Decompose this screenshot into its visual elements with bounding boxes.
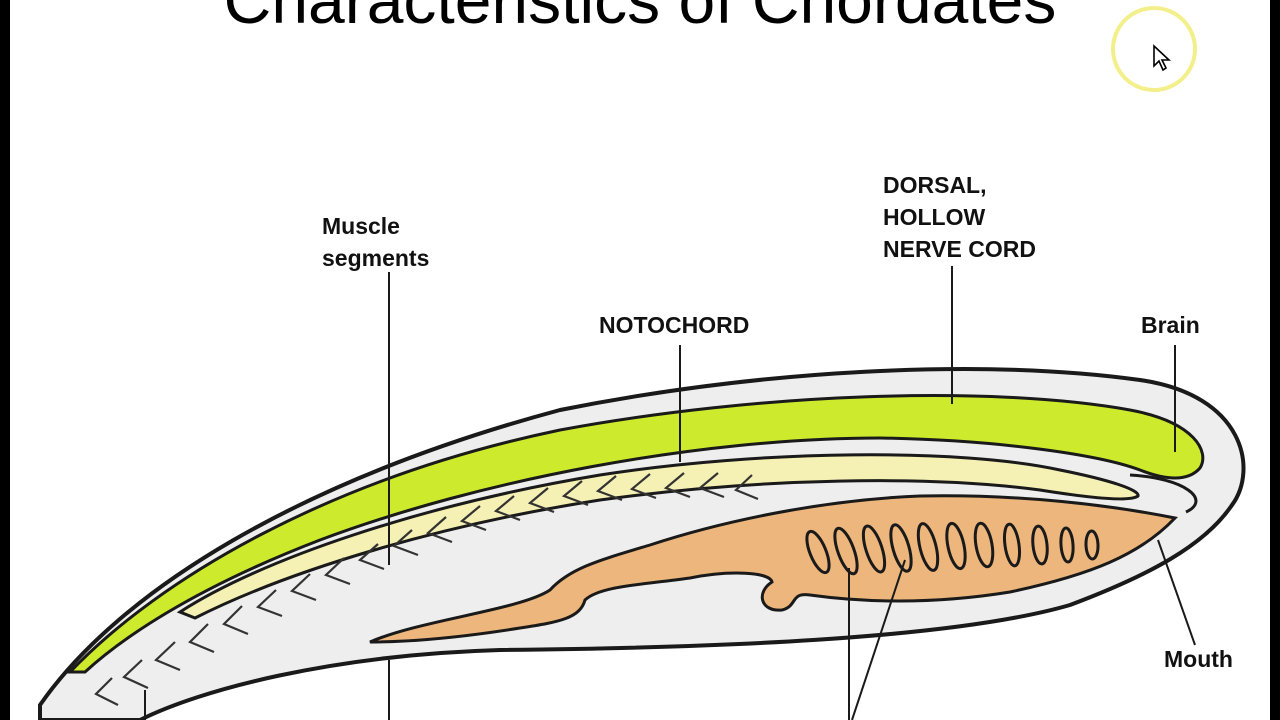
nerve-cord-shape: [66, 394, 1205, 674]
right-border: [1270, 0, 1280, 720]
slit: [973, 521, 995, 569]
chevron: [357, 543, 385, 571]
notochord-shape: [176, 453, 1140, 620]
slit: [945, 521, 967, 571]
chevron: [94, 677, 119, 706]
muscle-chevrons: [94, 472, 759, 706]
leader-mouth: [1157, 539, 1196, 646]
leader-slit-b: [851, 559, 906, 720]
slit: [1031, 524, 1049, 566]
slit: [805, 529, 831, 575]
label-notochord: NOTOCHORD: [599, 312, 750, 338]
slit: [1059, 526, 1075, 564]
slit: [1084, 529, 1100, 561]
label-dorsal-line-3: NERVE CORD: [883, 236, 1036, 262]
slit: [889, 523, 913, 573]
label-dorsal-line-2: HOLLOW: [883, 204, 986, 230]
slit: [861, 524, 887, 574]
chevron: [595, 475, 623, 502]
chevron: [122, 659, 149, 689]
chevron: [629, 473, 657, 500]
left-border: [0, 0, 10, 720]
chevron: [459, 505, 487, 532]
chevron: [188, 623, 215, 654]
chevron: [255, 589, 283, 618]
chevron: [663, 472, 691, 499]
pharyngeal-slits: [805, 521, 1100, 576]
slit: [1002, 522, 1022, 568]
slit: [833, 526, 859, 576]
slide-title: Characteristics of Chordates: [223, 0, 1057, 37]
chevron: [527, 487, 555, 514]
chevron: [697, 472, 725, 499]
label-muscle-line-1: Muscle: [322, 213, 400, 239]
head-inner-curve: [1129, 473, 1198, 514]
slit: [916, 522, 940, 572]
chevron: [323, 557, 351, 586]
chevron: [561, 480, 589, 507]
label-muscle-segments: Muscle segments: [322, 210, 429, 274]
label-mouth: Mouth: [1164, 646, 1233, 672]
chevron: [733, 474, 759, 501]
label-brain: Brain: [1141, 312, 1200, 338]
mouse-pointer-icon: [1153, 44, 1172, 72]
cursor-highlight-ring: [1111, 6, 1197, 92]
label-dorsal-nerve-cord: DORSAL, HOLLOW NERVE CORD: [883, 169, 1036, 265]
chevron: [391, 529, 419, 557]
chevron: [493, 495, 521, 522]
chevron: [222, 605, 249, 636]
label-dorsal-line-1: DORSAL,: [883, 172, 987, 198]
chevron: [154, 641, 181, 672]
leader-lines: [144, 266, 1196, 720]
chevron: [425, 516, 453, 544]
gut-shape: [369, 494, 1178, 644]
chevron: [289, 573, 317, 602]
label-muscle-line-2: segments: [322, 245, 430, 271]
